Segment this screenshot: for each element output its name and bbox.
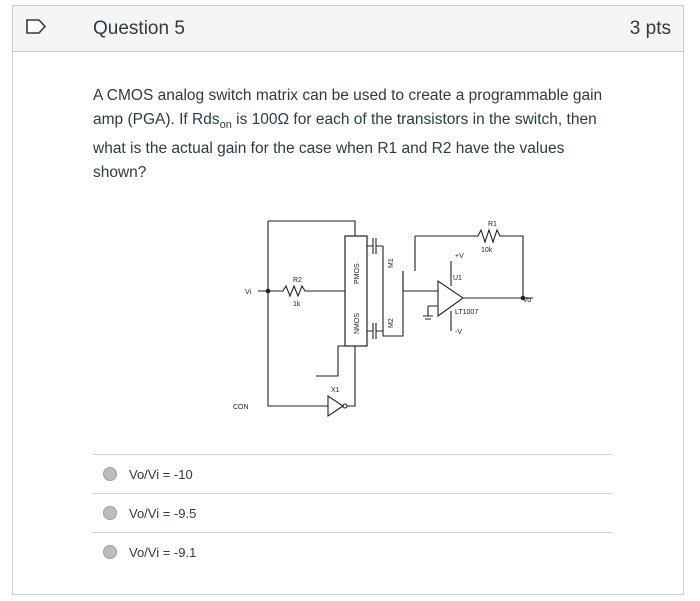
pmos-gate bbox=[367, 238, 383, 254]
r2-resistor bbox=[258, 284, 345, 298]
answer-label: Vo/Vi = -9.1 bbox=[129, 544, 197, 560]
question-header: Question 5 3 pts bbox=[13, 6, 683, 52]
nmos-label: NMOS bbox=[354, 313, 361, 334]
inverter-symbol bbox=[327, 394, 344, 418]
answer-list: Vo/Vi = -10 Vo/Vi = -9.5 Vo/Vi = -9.1 bbox=[93, 454, 613, 571]
r2-value: 1k bbox=[293, 301, 301, 308]
radio-button[interactable] bbox=[103, 467, 117, 481]
question-points: 3 pts bbox=[629, 18, 671, 39]
u1-label: U1 bbox=[453, 275, 462, 282]
r1-label: R1 bbox=[488, 221, 497, 228]
r2-label: R2 bbox=[293, 277, 302, 284]
answer-option[interactable]: Vo/Vi = -10 bbox=[93, 455, 613, 493]
radio-button[interactable] bbox=[103, 545, 117, 559]
loop-left-wire bbox=[267, 221, 328, 407]
divider bbox=[93, 532, 613, 533]
opamp-symbol bbox=[437, 279, 464, 318]
x1-label: X1 bbox=[331, 387, 340, 394]
vminus-label: -V bbox=[455, 329, 462, 336]
answer-label: Vo/Vi = -9.5 bbox=[129, 505, 197, 521]
vplus-label: +V bbox=[455, 253, 464, 260]
r1-resistor bbox=[414, 228, 524, 296]
divider bbox=[93, 493, 613, 494]
pmos-label: PMOS bbox=[354, 263, 361, 284]
switch-block bbox=[344, 235, 368, 347]
question-text: A CMOS analog switch matrix can be used … bbox=[93, 87, 603, 182]
con-label: CON bbox=[233, 404, 249, 411]
radio-button[interactable] bbox=[103, 506, 117, 520]
flag-icon[interactable] bbox=[25, 18, 47, 35]
m2-label: M2 bbox=[388, 318, 395, 328]
question-card: Question 5 3 pts A CMOS analog switch ma… bbox=[12, 5, 684, 595]
control-wire bbox=[316, 345, 345, 377]
answer-option[interactable]: Vo/Vi = -9.1 bbox=[93, 533, 613, 571]
inverter-output-wire bbox=[347, 346, 356, 407]
answer-option[interactable]: Vo/Vi = -9.5 bbox=[93, 494, 613, 532]
junction-dot bbox=[520, 295, 526, 301]
pga-circuit-diagram: R1 10k R2 1k Vi Vo U1 LT1007 +V -V CON X… bbox=[233, 220, 533, 418]
inverting-input-wire bbox=[402, 271, 438, 292]
nmos-gate bbox=[367, 323, 383, 339]
opamp-part-label: LT1007 bbox=[455, 309, 478, 316]
r1-value: 10k bbox=[481, 247, 493, 254]
ground-wire bbox=[423, 305, 438, 320]
vo-label: Vo bbox=[523, 297, 531, 304]
question-title: Question 5 bbox=[93, 18, 185, 39]
m1-label: M1 bbox=[388, 258, 395, 268]
answer-label: Vo/Vi = -10 bbox=[129, 466, 193, 482]
divider bbox=[93, 454, 613, 455]
junction-dot bbox=[265, 288, 271, 294]
vi-label: Vi bbox=[245, 289, 252, 296]
switch-output-wire bbox=[382, 246, 404, 337]
top-wire bbox=[268, 220, 356, 236]
